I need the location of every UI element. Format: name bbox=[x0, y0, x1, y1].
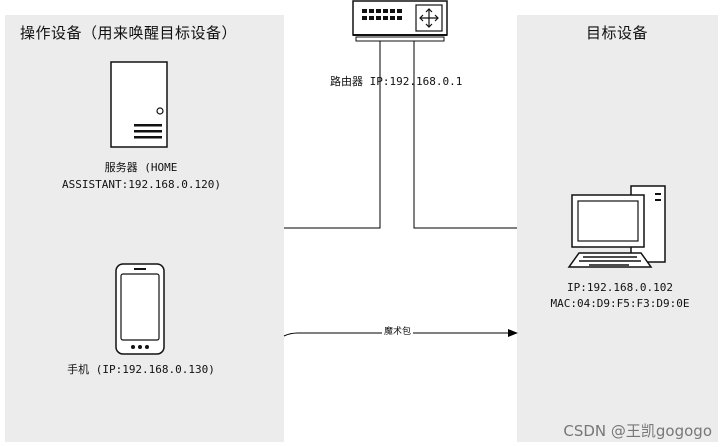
magic-packet-label: 魔术包 bbox=[382, 324, 414, 340]
target-ip-label: IP:192.168.0.102 bbox=[567, 281, 673, 294]
server-label-line1: 服务器 (HOME bbox=[104, 161, 178, 174]
desktop-computer-icon bbox=[567, 185, 666, 268]
watermark: CSDN @王凯gogogo bbox=[563, 422, 712, 440]
operating-device-panel-title: 操作设备（用来唤醒目标设备） bbox=[20, 25, 238, 42]
target-mac-label: MAC:04:D9:F5:F3:D9:0E bbox=[550, 297, 690, 310]
router-to-operating-link bbox=[284, 40, 381, 229]
arrow-head-icon bbox=[508, 329, 518, 337]
server-label-line2: ASSISTANT:192.168.0.120) bbox=[62, 178, 221, 191]
phone-label: 手机 (IP:192.168.0.130) bbox=[67, 363, 215, 376]
router-to-target-link bbox=[413, 40, 517, 229]
magic-packet-arrow bbox=[283, 332, 510, 337]
target-device-panel-title: 目标设备 bbox=[586, 25, 649, 42]
router-label: 路由器 IP:192.168.0.1 bbox=[330, 75, 463, 88]
router-icon bbox=[352, 0, 448, 42]
server-tower-icon bbox=[110, 61, 168, 148]
smartphone-icon bbox=[115, 263, 165, 355]
